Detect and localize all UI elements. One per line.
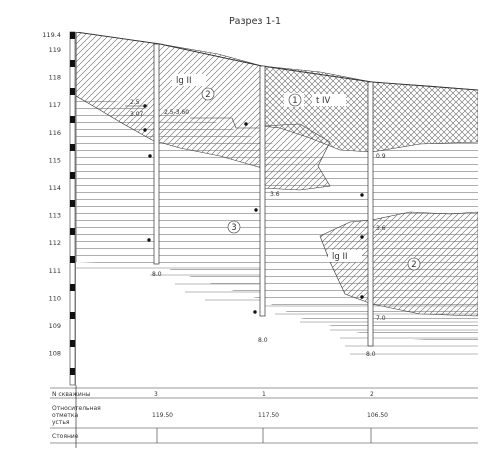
elevation-tick-label: 112 [49, 239, 61, 247]
scale-block [70, 312, 75, 319]
elevation-tick-label: 119.4 [42, 31, 61, 39]
cell-number-b3: 3 [154, 391, 158, 398]
scale-block [70, 116, 75, 123]
elevation-tick-label: 114 [49, 184, 61, 192]
layer-3-number: 3 [231, 223, 236, 233]
bottom-b2: 8.0 [366, 351, 376, 358]
row-label-elev-2: отметка [52, 412, 79, 419]
cell-number-b1: 1 [262, 391, 266, 398]
depth-annotations: 2.5 3.07 2.5-3.60 3.6 0.9 3.6 7.0 8.0 8.… [125, 99, 386, 358]
scale-block [70, 228, 75, 235]
cell-collar-b1: 117.50 [258, 412, 279, 419]
scale-block [70, 200, 75, 207]
elevation-tick-label: 119 [49, 46, 61, 54]
layer-2b-number: 2 [411, 260, 416, 270]
elevation-tick-label: 118 [49, 74, 61, 82]
layer-2-upper-area [76, 32, 263, 169]
scale-block [70, 368, 75, 375]
depth-b2-1: 0.9 [376, 153, 386, 160]
depth-b3-2: 3.07 [130, 111, 144, 118]
scale-block [70, 32, 75, 39]
layer-2b-index: lg II [332, 252, 347, 262]
borehole-1 [244, 65, 266, 317]
lower-strata-lines [76, 267, 478, 355]
cell-collar-b3: 119.50 [152, 412, 173, 419]
layer-1-number: 1 [292, 96, 297, 106]
elevation-tick-labels: 119.4 119 118 117 116 115 114 113 112 111 110 109 10… [42, 31, 61, 358]
depth-b2-3: 7.0 [376, 315, 386, 322]
depth-b1-1: 3.6 [270, 191, 280, 198]
borehole-2 [360, 81, 374, 347]
elevation-tick-label: 117 [49, 101, 61, 109]
elevation-tick-label: 113 [49, 212, 61, 220]
bottom-b1: 8.0 [258, 337, 268, 344]
layer-2-number: 2 [205, 90, 210, 100]
scale-block [70, 88, 75, 95]
row-label-elev-3: устья [52, 419, 70, 426]
scale-block [70, 172, 75, 179]
elevation-tick-label: 109 [49, 322, 61, 330]
scale-block [70, 340, 75, 347]
layer-2-index: lg II [176, 76, 191, 86]
section-title: Разрез 1-1 [229, 16, 281, 27]
layer-boundary-step [190, 117, 262, 129]
cell-number-b2: 2 [370, 391, 374, 398]
layer-1-index: t IV [316, 96, 331, 106]
scale-block [70, 60, 75, 67]
elevation-tick-label: 111 [49, 267, 61, 275]
depth-b3-1: 2.5 [130, 99, 140, 106]
row-label-number: N скважины [52, 391, 91, 398]
depth-b3-3: 2.5-3.60 [164, 109, 189, 116]
elevation-tick-label: 110 [49, 294, 61, 302]
elevation-tick-label: 115 [49, 156, 61, 164]
scale-block [70, 284, 75, 291]
cell-collar-b2: 106.50 [367, 412, 388, 419]
bottom-b3: 8.0 [152, 271, 162, 278]
row-label-status: Стояние [52, 433, 79, 440]
layer-labels: 1 t IV lg II 2 3 lg II 2 [172, 74, 421, 271]
elevation-scale [69, 31, 77, 448]
borehole-3 [143, 43, 160, 265]
elevation-tick-label: 108 [49, 350, 61, 358]
scale-block [70, 144, 75, 151]
depth-b2-2: 3.6 [376, 225, 386, 232]
scale-block [70, 256, 75, 263]
strata [76, 32, 478, 385]
borehole-table: N скважины Относительная отметка устья С… [50, 387, 478, 444]
elevation-tick-label: 116 [49, 129, 61, 137]
row-label-elev-1: Относительная [52, 405, 101, 412]
